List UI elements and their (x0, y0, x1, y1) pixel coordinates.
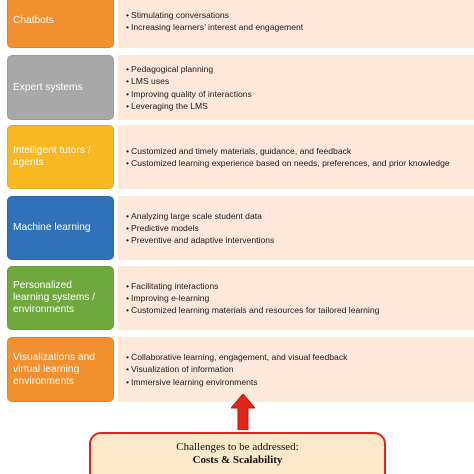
desc-visualizations: Collaborative learning, engagement, and … (118, 337, 474, 402)
label-text-machine-learning: Machine learning (13, 222, 91, 233)
desc-list-machine-learning: Analyzing large scale student data Predi… (126, 210, 466, 247)
row-visualizations: Visualizations and virtual learning envi… (0, 337, 474, 402)
label-text-chatbots: Chatbots (13, 15, 54, 26)
challenge-title: Challenges to be addressed: (176, 441, 299, 453)
list-item: Customized learning experience based on … (126, 157, 466, 169)
row-personalized-learning: Personalized learning systems / environm… (0, 266, 474, 330)
desc-list-chatbots: Stimulating conversations Increasing lea… (126, 9, 466, 33)
row-chatbots: Chatbots Stimulating conversations Incre… (0, 0, 474, 48)
label-expert-systems: Expert systems (7, 55, 114, 120)
desc-personalized-learning: Facilitating interactions Improving e-le… (118, 266, 474, 330)
challenge-box: Challenges to be addressed: Costs & Scal… (89, 432, 386, 474)
list-item: LMS uses (126, 75, 466, 87)
list-item: Stimulating conversations (126, 9, 466, 21)
label-chatbots: Chatbots (7, 0, 114, 48)
desc-list-personalized-learning: Facilitating interactions Improving e-le… (126, 280, 466, 317)
desc-list-expert-systems: Pedagogical planning LMS uses Improving … (126, 63, 466, 112)
list-item: Collaborative learning, engagement, and … (126, 351, 466, 363)
desc-list-intelligent-tutors: Customized and timely materials, guidanc… (126, 145, 466, 169)
list-item: Preventive and adaptive interventions (126, 234, 466, 246)
desc-machine-learning: Analyzing large scale student data Predi… (118, 196, 474, 260)
label-visualizations: Visualizations and virtual learning envi… (7, 337, 114, 402)
desc-list-visualizations: Collaborative learning, engagement, and … (126, 351, 466, 388)
list-item: Customized learning materials and resour… (126, 304, 466, 316)
desc-chatbots: Stimulating conversations Increasing lea… (118, 0, 474, 48)
list-item: Improving e-learning (126, 292, 466, 304)
list-item: Pedagogical planning (126, 63, 466, 75)
list-item: Visualization of information (126, 363, 466, 375)
label-machine-learning: Machine learning (7, 196, 114, 260)
label-text-expert-systems: Expert systems (13, 81, 83, 93)
desc-expert-systems: Pedagogical planning LMS uses Improving … (118, 55, 474, 120)
list-item: Facilitating interactions (126, 280, 466, 292)
desc-intelligent-tutors: Customized and timely materials, guidanc… (118, 125, 474, 189)
row-intelligent-tutors: Intelligent tutors / agents Customized a… (0, 125, 474, 189)
list-item: Increasing learners’ interest and engage… (126, 21, 466, 33)
list-item: Improving quality of interactions (126, 88, 466, 100)
label-personalized-learning: Personalized learning systems / environm… (7, 266, 114, 330)
label-text-intelligent-tutors: Intelligent tutors / agents (13, 145, 91, 168)
challenge-subtitle: Costs & Scalability (192, 454, 283, 466)
list-item: Customized and timely materials, guidanc… (126, 145, 466, 157)
up-arrow-svg (229, 393, 257, 431)
label-intelligent-tutors: Intelligent tutors / agents (7, 125, 114, 189)
up-arrow-icon (229, 393, 257, 431)
list-item: Immersive learning environments (126, 376, 466, 388)
row-expert-systems: Expert systems Pedagogical planning LMS … (0, 55, 474, 120)
row-machine-learning: Machine learning Analyzing large scale s… (0, 196, 474, 260)
list-item: Leveraging the LMS (126, 100, 466, 112)
label-text-visualizations: Visualizations and virtual learning envi… (13, 351, 95, 387)
list-item: Predictive models (126, 222, 466, 234)
label-text-personalized-learning: Personalized learning systems / environm… (13, 280, 96, 315)
list-item: Analyzing large scale student data (126, 210, 466, 222)
